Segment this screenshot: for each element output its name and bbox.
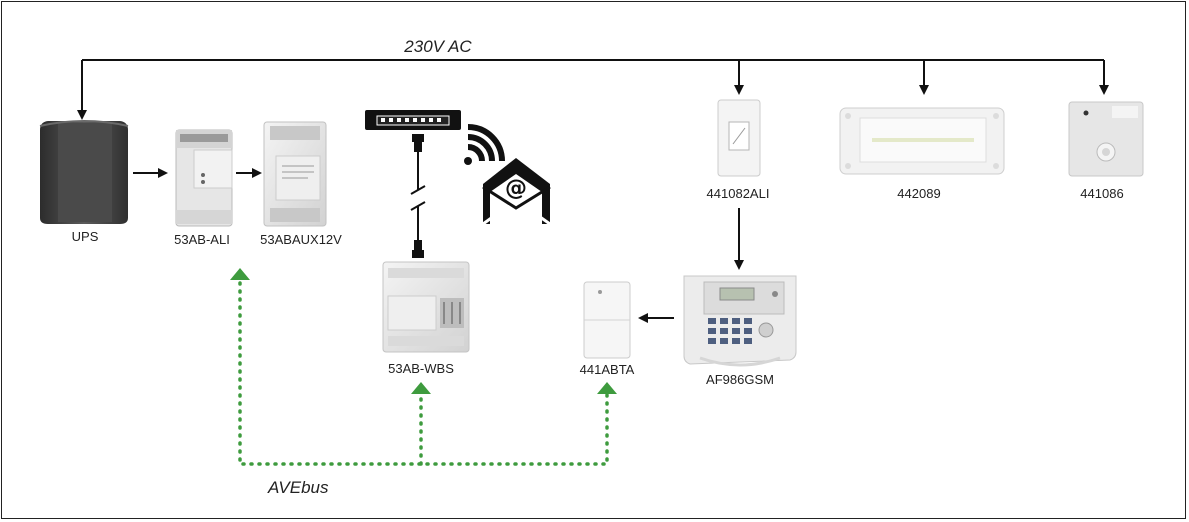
ethernet-cable — [410, 134, 426, 258]
bus-arrow-ali — [230, 268, 250, 280]
ups-label: UPS — [71, 229, 99, 244]
detector-label: 441086 — [1080, 186, 1124, 201]
aux-module — [263, 121, 327, 227]
alarm-supply-device — [717, 99, 761, 177]
lamp-device — [839, 107, 1005, 175]
ups-device — [39, 120, 129, 224]
alarm-supply-label: 441082ALI — [706, 186, 770, 201]
email-envelope-icon: @ — [482, 158, 551, 226]
wifi-signal-icon — [464, 124, 505, 165]
bus-arrow-wbs — [411, 382, 431, 394]
bus-arrow-abta — [597, 382, 617, 394]
ethernet-connector-icon — [414, 240, 422, 250]
svg-text:@: @ — [505, 176, 527, 201]
ali-module — [175, 129, 233, 227]
connection-arrows — [133, 168, 744, 323]
avebus-line — [230, 268, 617, 466]
gsm-label: AF986GSM — [706, 372, 774, 387]
bus-interface-device — [583, 281, 631, 359]
lamp-label: 442089 — [897, 186, 941, 201]
web-server-module — [382, 261, 470, 353]
network-switch-icon — [365, 110, 461, 130]
power-line-label: 230V AC — [404, 37, 472, 56]
gsm-panel-device — [683, 275, 797, 367]
ali-label: 53AB-ALI — [174, 232, 230, 247]
aux-label: 53ABAUX12V — [260, 232, 342, 247]
power-line — [77, 59, 1109, 120]
detector-device — [1068, 101, 1144, 177]
wbs-label: 53AB-WBS — [388, 361, 454, 376]
abta-label: 441ABTA — [579, 362, 635, 377]
avebus-label: AVEbus — [268, 478, 329, 497]
